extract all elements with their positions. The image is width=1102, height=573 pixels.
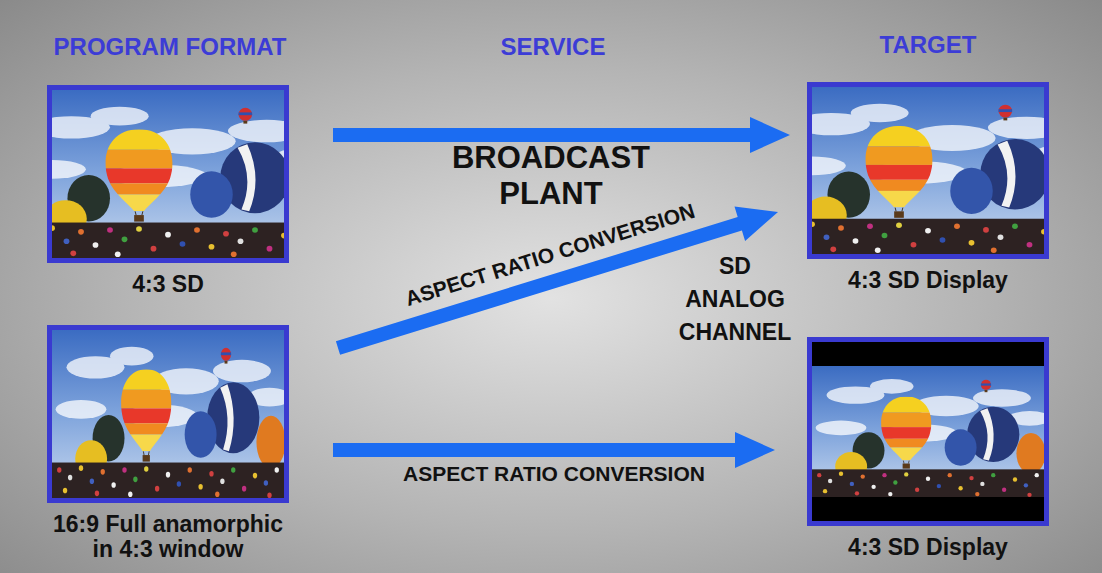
picture-caption: 4:3 SD	[47, 272, 289, 297]
picture-caption: 4:3 SD Display	[807, 268, 1049, 293]
arrow-label: ASPECT RATIO CONVERSION	[403, 199, 698, 311]
column-heading: SERVICE	[501, 33, 606, 61]
picture-caption: 4:3 SD Display	[807, 535, 1049, 560]
picture-frame	[47, 85, 289, 263]
picture-frame	[47, 325, 289, 503]
column-heading: TARGET	[880, 31, 977, 59]
picture-box: 4:3 SD Display	[807, 82, 1049, 293]
service-label: BROADCAST PLANT	[431, 140, 671, 212]
picture-box: 4:3 SD	[47, 85, 289, 297]
picture-frame	[807, 337, 1049, 526]
picture-box: 16:9 Full anamorphic in 4:3 window	[47, 325, 289, 562]
service-label: SD ANALOG CHANNEL	[670, 250, 800, 349]
column-heading: PROGRAM FORMAT	[54, 33, 287, 61]
picture-frame	[807, 82, 1049, 259]
picture-caption: 16:9 Full anamorphic in 4:3 window	[47, 512, 289, 562]
arrow-label: ASPECT RATIO CONVERSION	[403, 462, 705, 486]
picture-box: 4:3 SD Display	[807, 337, 1049, 560]
